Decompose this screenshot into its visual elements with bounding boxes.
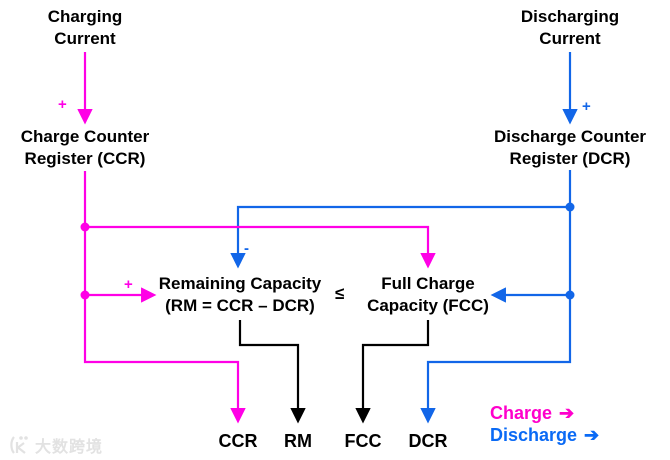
legend-discharge-arrow-icon: ➔ (584, 425, 600, 445)
rm-plus-sign: + (124, 276, 133, 293)
node-discharge-counter-register: Discharge Counter Register (DCR) (493, 127, 647, 168)
ccr-to-fcc-line (85, 225, 436, 269)
junction-dot-ccr-upper (80, 222, 90, 232)
output-label-ccr: CCR (218, 431, 258, 451)
node-discharging-current: Discharging Current (520, 7, 620, 48)
junction-dot-ccr-lower (80, 290, 90, 300)
node-charging-current: Charging Current (47, 7, 123, 48)
rm-minus-sign: - (244, 240, 249, 257)
junction-dot-dcr-lower (565, 290, 575, 300)
watermark-logo-icon (10, 436, 28, 454)
legend-charge: Charge ➔ (490, 403, 574, 424)
output-label-fcc: FCC (344, 431, 382, 451)
rm-output-line (238, 320, 306, 424)
dcr-to-rm-line (230, 205, 570, 269)
ccr-output-line (83, 171, 246, 424)
watermark-text: 大数跨境 (35, 439, 104, 456)
fcc-output-line (355, 320, 430, 424)
output-label-dcr: DCR (408, 431, 448, 451)
junction-dot-dcr-upper (565, 202, 575, 212)
less-or-equal-sign: ≤ (335, 284, 345, 303)
output-label-rm: RM (284, 431, 312, 451)
dcr-output-line (420, 170, 572, 424)
node-remaining-capacity: Remaining Capacity (RM = CCR – DCR) (158, 274, 322, 315)
legend-discharge-label: Discharge (490, 425, 578, 445)
charge-plus-sign: + (58, 96, 67, 113)
legend-discharge: Discharge ➔ (490, 425, 599, 446)
legend-charge-arrow-icon: ➔ (559, 403, 575, 423)
node-full-charge-capacity: Full Charge Capacity (FCC) (367, 274, 489, 315)
node-charge-counter-register: Charge Counter Register (CCR) (20, 127, 150, 168)
legend-charge-label: Charge (490, 403, 553, 423)
watermark: 大数跨境 (8, 433, 103, 457)
discharge-plus-sign: + (582, 98, 591, 115)
